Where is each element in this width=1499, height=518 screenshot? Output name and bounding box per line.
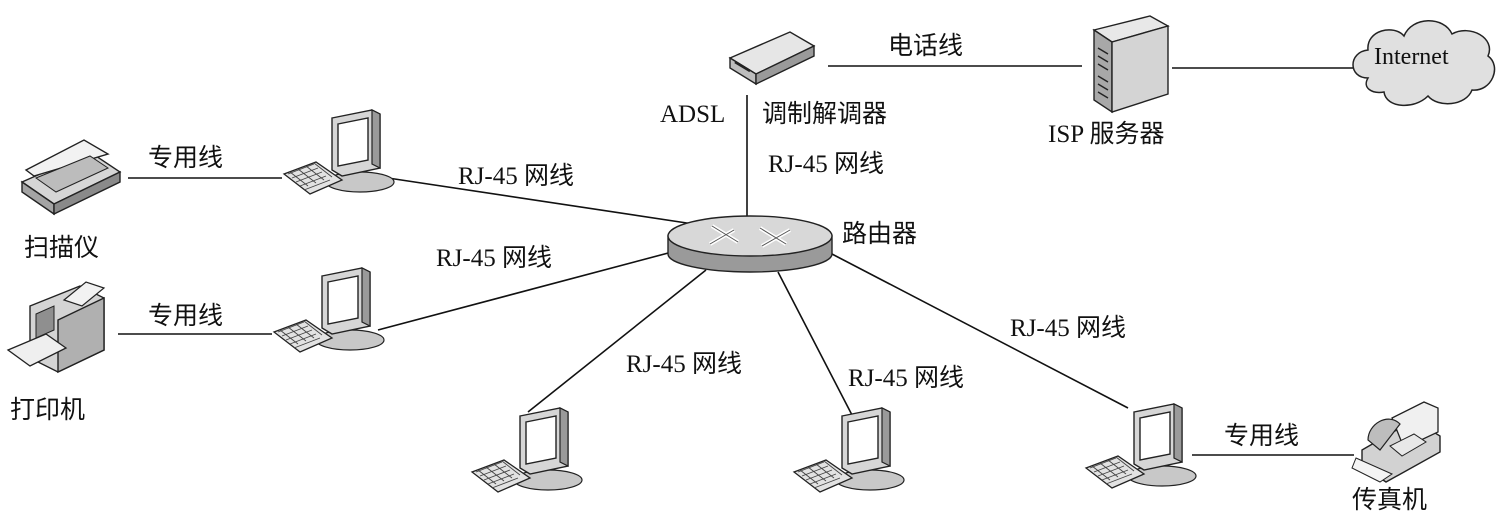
internet-label: Internet xyxy=(1374,44,1449,70)
rj45-label-pc4: RJ-45 网线 xyxy=(848,364,964,392)
isp-server-label: ISP 服务器 xyxy=(1048,120,1164,148)
wire-pc1-router xyxy=(387,177,701,226)
rj45-label-pc5: RJ-45 网线 xyxy=(1010,314,1126,342)
internet-cloud-icon xyxy=(1352,20,1496,106)
server-icon xyxy=(1092,15,1170,114)
dedicated-line-label-printer: 专用线 xyxy=(148,302,223,330)
adsl-modem-icon xyxy=(728,31,816,86)
router-label: 路由器 xyxy=(842,220,917,248)
telephone-line-label: 电话线 xyxy=(888,32,963,60)
pc-icon-2 xyxy=(273,267,385,353)
rj45-label-pc2: RJ-45 网线 xyxy=(436,244,552,272)
pc-icon-4 xyxy=(793,407,905,493)
fax-label: 传真机 xyxy=(1352,486,1427,514)
router-icon xyxy=(667,215,833,273)
wire-pc4-router xyxy=(777,271,853,416)
pc-icon-3 xyxy=(471,407,583,493)
pc-icon-5 xyxy=(1085,403,1197,489)
scanner-icon xyxy=(20,139,122,216)
fax-icon xyxy=(1351,401,1441,483)
dedicated-line-label-fax: 专用线 xyxy=(1224,422,1299,450)
rj45-label-pc3: RJ-45 网线 xyxy=(626,350,742,378)
printer-icon xyxy=(6,281,106,374)
adsl-label: ADSL xyxy=(660,101,725,128)
scanner-label: 扫描仪 xyxy=(24,234,99,262)
printer-label: 打印机 xyxy=(10,396,85,424)
wire-pc3-router xyxy=(527,269,707,413)
modem-label: 调制解调器 xyxy=(762,100,887,128)
wire-pc5-router xyxy=(831,253,1129,409)
rj45-label-modem: RJ-45 网线 xyxy=(768,150,884,178)
rj45-label-pc1: RJ-45 网线 xyxy=(458,162,574,190)
pc-icon-1 xyxy=(283,109,395,195)
dedicated-line-label-scanner: 专用线 xyxy=(148,144,223,172)
wire-pc2-router xyxy=(377,251,673,331)
